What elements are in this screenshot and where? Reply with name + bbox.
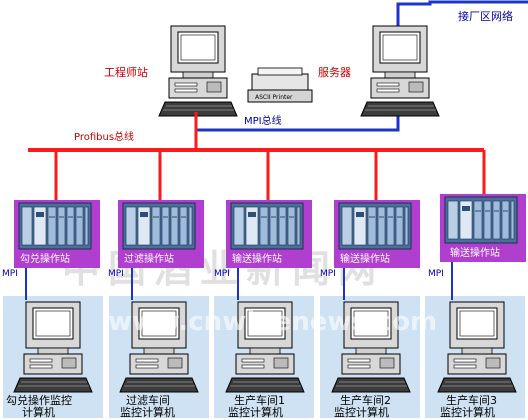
plc-rack-icon (338, 202, 412, 250)
computer-icon (360, 25, 440, 117)
computer-label-line2: 监控计算机 (440, 405, 495, 419)
factory-network-link (396, 0, 528, 28)
mpi-bus-label: MPI总线 (244, 114, 282, 127)
mpi-link-label: MPI (108, 269, 124, 279)
profibus-label: Profibus总线 (74, 130, 134, 143)
station-1: 勾兑操作站 (14, 200, 100, 268)
station-label: 勾兑操作站 (20, 252, 70, 265)
computer-icon (437, 301, 517, 393)
watermark-url: www.cnwinenews.com (108, 307, 437, 337)
station-label: 输送操作站 (450, 246, 500, 259)
computer-label-line2: 监控计算机 (334, 405, 389, 419)
computer-label-line1: 勾兑操作监控 (6, 393, 72, 407)
plc-rack-icon (122, 202, 196, 250)
mpi-link-label: MPI (428, 269, 444, 279)
factory-network-label: 接厂区网络 (458, 9, 513, 23)
computer-label-line2: 监控计算机 (120, 405, 175, 419)
computer-label-line1: 生产车间3 (446, 393, 497, 407)
profibus-drops (54, 150, 486, 200)
plc-rack-icon (18, 202, 92, 250)
mpi-link-label: MPI (320, 269, 336, 279)
computer-label-line1: 生产车间1 (234, 393, 285, 407)
computer-label-line1: 过滤车间 (126, 393, 170, 407)
printer-label: ASCII Printer (255, 94, 293, 101)
plc-rack-icon (444, 196, 518, 244)
computer-5 (437, 301, 517, 393)
station-label: 过滤操作站 (124, 252, 174, 265)
engineer-station-label: 工程师站 (104, 65, 148, 79)
station-label: 输送操作站 (340, 252, 390, 265)
printer-icon (251, 73, 309, 91)
plc-rack-icon (230, 202, 304, 250)
mpi-link-label: MPI (2, 269, 18, 279)
computer-label-line2: 计算机 (22, 405, 55, 419)
computer-label-line2: 监控计算机 (228, 405, 283, 419)
ascii-printer: ASCII Printer (247, 67, 313, 103)
computer-1 (13, 301, 93, 393)
station-label: 输送操作站 (232, 252, 282, 265)
mpi-link-label: MPI (214, 269, 230, 279)
station-4: 输送操作站 (334, 200, 420, 268)
computer-label-line1: 生产车间2 (340, 393, 391, 407)
server-station (360, 25, 440, 117)
station-3: 输送操作站 (226, 200, 312, 268)
server-label: 服务器 (318, 66, 351, 79)
station-5: 输送操作站 (440, 194, 526, 262)
watermark-title: 中国酒业新闻网 (62, 247, 384, 291)
station-2: 过滤操作站 (118, 200, 204, 268)
computer-icon (158, 25, 238, 117)
computer-icon (13, 301, 93, 393)
mpi-links (25, 262, 453, 300)
engineer-station (158, 25, 238, 117)
